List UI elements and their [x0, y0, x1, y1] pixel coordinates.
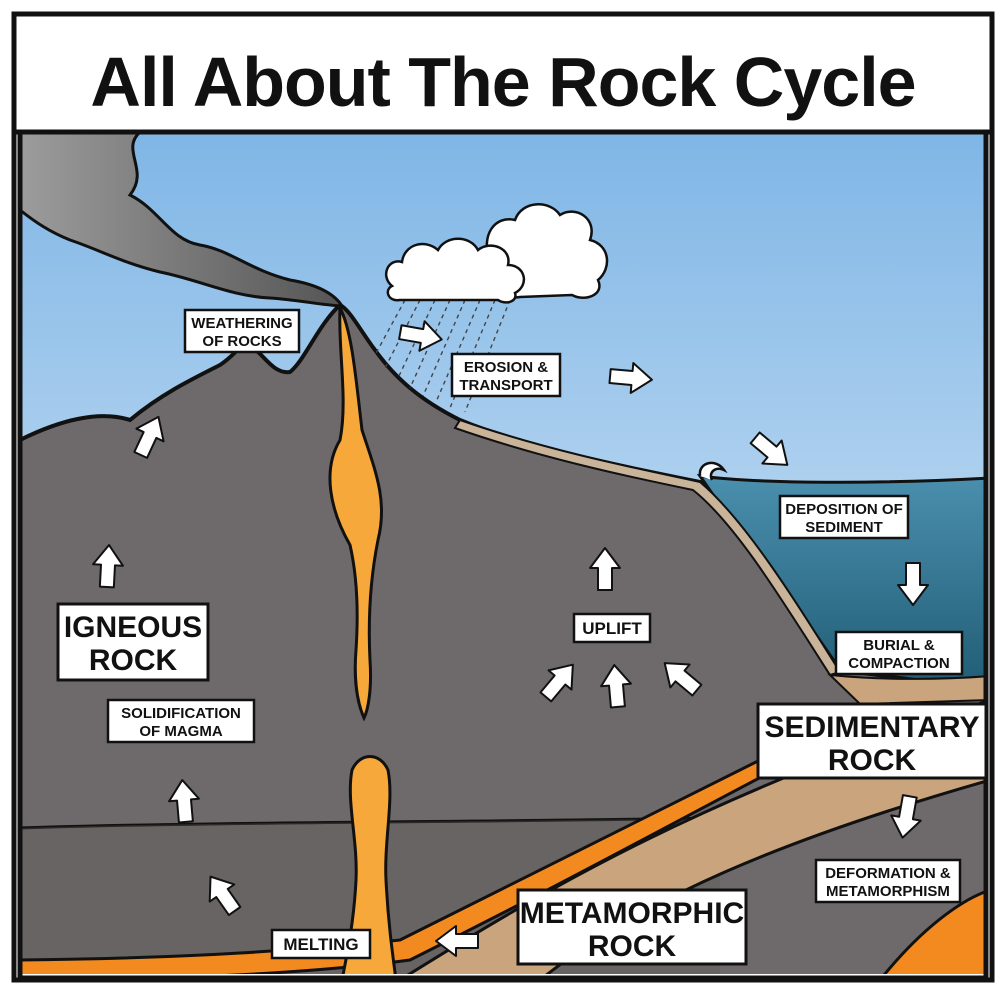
svg-text:DEPOSITION OF: DEPOSITION OF	[785, 501, 903, 518]
magma-conduit	[328, 302, 384, 722]
smoke	[20, 132, 345, 308]
svg-text:BURIAL &: BURIAL &	[863, 637, 935, 654]
svg-text:IGNEOUS: IGNEOUS	[64, 611, 202, 644]
label-sedimentary-rock: SEDIMENTARY ROCK	[756, 702, 988, 780]
label-melting: MELTING	[270, 928, 372, 960]
svg-text:ROCK: ROCK	[89, 644, 178, 677]
page-title: All About The Rock Cycle	[90, 43, 915, 121]
label-deformation: DEFORMATION & METAMORPHISM	[814, 858, 962, 904]
label-erosion: EROSION & TRANSPORT	[450, 352, 562, 398]
label-metamorphic-rock: METAMORPHIC ROCK	[516, 888, 748, 966]
label-uplift: UPLIFT	[572, 612, 652, 644]
svg-text:ROCK: ROCK	[828, 744, 917, 777]
svg-text:OF MAGMA: OF MAGMA	[139, 723, 222, 740]
svg-text:WEATHERING: WEATHERING	[191, 315, 292, 332]
svg-text:EROSION &: EROSION &	[464, 359, 548, 376]
svg-text:METAMORPHISM: METAMORPHISM	[826, 883, 950, 900]
label-burial: BURIAL & COMPACTION	[834, 630, 964, 676]
svg-text:METAMORPHIC: METAMORPHIC	[520, 897, 744, 930]
cloud-icon	[384, 237, 526, 304]
svg-text:MELTING: MELTING	[283, 935, 358, 954]
svg-text:SEDIMENTARY: SEDIMENTARY	[764, 711, 979, 744]
label-deposition: DEPOSITION OF SEDIMENT	[778, 494, 910, 540]
svg-text:DEFORMATION &: DEFORMATION &	[825, 865, 951, 882]
wave-icon	[698, 461, 728, 481]
label-weathering: WEATHERING OF ROCKS	[183, 308, 301, 354]
label-solidification: SOLIDIFICATION OF MAGMA	[106, 698, 256, 744]
svg-text:TRANSPORT: TRANSPORT	[459, 377, 552, 394]
magma-chamber	[341, 755, 397, 974]
svg-text:SOLIDIFICATION: SOLIDIFICATION	[121, 705, 241, 722]
svg-text:ROCK: ROCK	[588, 930, 677, 963]
svg-text:OF ROCKS: OF ROCKS	[202, 333, 281, 350]
label-igneous-rock: IGNEOUS ROCK	[56, 602, 210, 682]
svg-text:COMPACTION: COMPACTION	[848, 655, 949, 672]
svg-text:SEDIMENT: SEDIMENT	[805, 519, 883, 536]
svg-text:UPLIFT: UPLIFT	[582, 619, 642, 638]
